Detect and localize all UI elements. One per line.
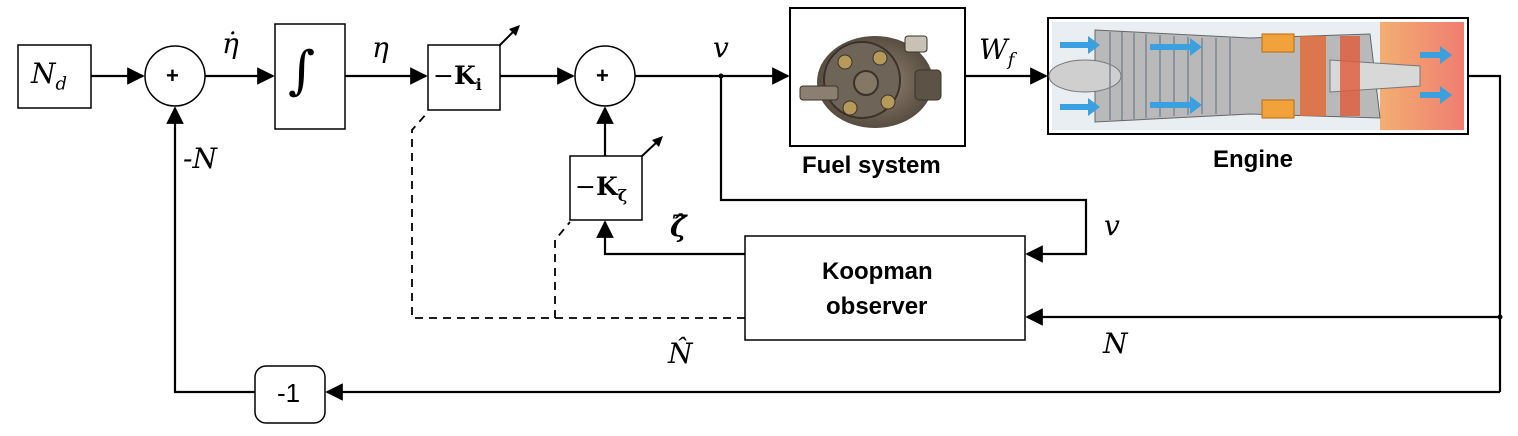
negate-block [254, 365, 326, 424]
signal-v-right: v [1104, 209, 1120, 242]
signal-neg-n: -N [183, 142, 217, 175]
integrator-symbol: ∫ [288, 41, 316, 101]
engine-caption: Engine [1213, 146, 1294, 173]
wire-v-to-observer [719, 76, 1088, 263]
signal-eta: η [372, 31, 389, 64]
branch-point-n [1497, 314, 1503, 320]
negate-label: -1 [277, 378, 301, 408]
signal-zeta-hat: ζ̂ [670, 210, 687, 243]
integrator-block [274, 23, 346, 130]
fuel-system-caption: Fuel system [802, 152, 941, 179]
observer-label-line1: Koopman [822, 258, 933, 285]
signal-n-right: N [1103, 327, 1128, 360]
wire-negate-to-sum1 [166, 106, 255, 394]
fuel-pump-image [799, 35, 942, 128]
signal-wf: Wf [979, 33, 1015, 71]
branch-point-v [718, 73, 724, 79]
signal-v-top: v [713, 31, 729, 64]
sum2-sign: + [596, 63, 609, 88]
turbine-engine-image [1048, 22, 1464, 130]
sum1-sign: + [166, 63, 179, 88]
wire-observer-to-kzeta [596, 220, 745, 256]
tunable-gain-indicator-kzeta [641, 136, 663, 157]
gain-ki-block [427, 44, 501, 111]
dashed-nhat-to-ki [411, 111, 745, 319]
signal-eta-dot: η̇ [222, 27, 239, 60]
setpoint-block [17, 44, 92, 109]
setpoint-label: Nd [31, 57, 68, 95]
koopman-observer-block [744, 235, 1026, 341]
wire-engine-output [1468, 74, 1502, 392]
observer-label-line2: observer [826, 293, 928, 320]
gain-ki-label: −Ki [433, 61, 482, 94]
signal-n-hat: N̂ [668, 337, 693, 370]
dashed-nhat-to-kzeta [554, 221, 571, 318]
gain-kzeta-label: −Kζ [575, 172, 628, 205]
tunable-gain-indicator-ki [499, 25, 520, 46]
